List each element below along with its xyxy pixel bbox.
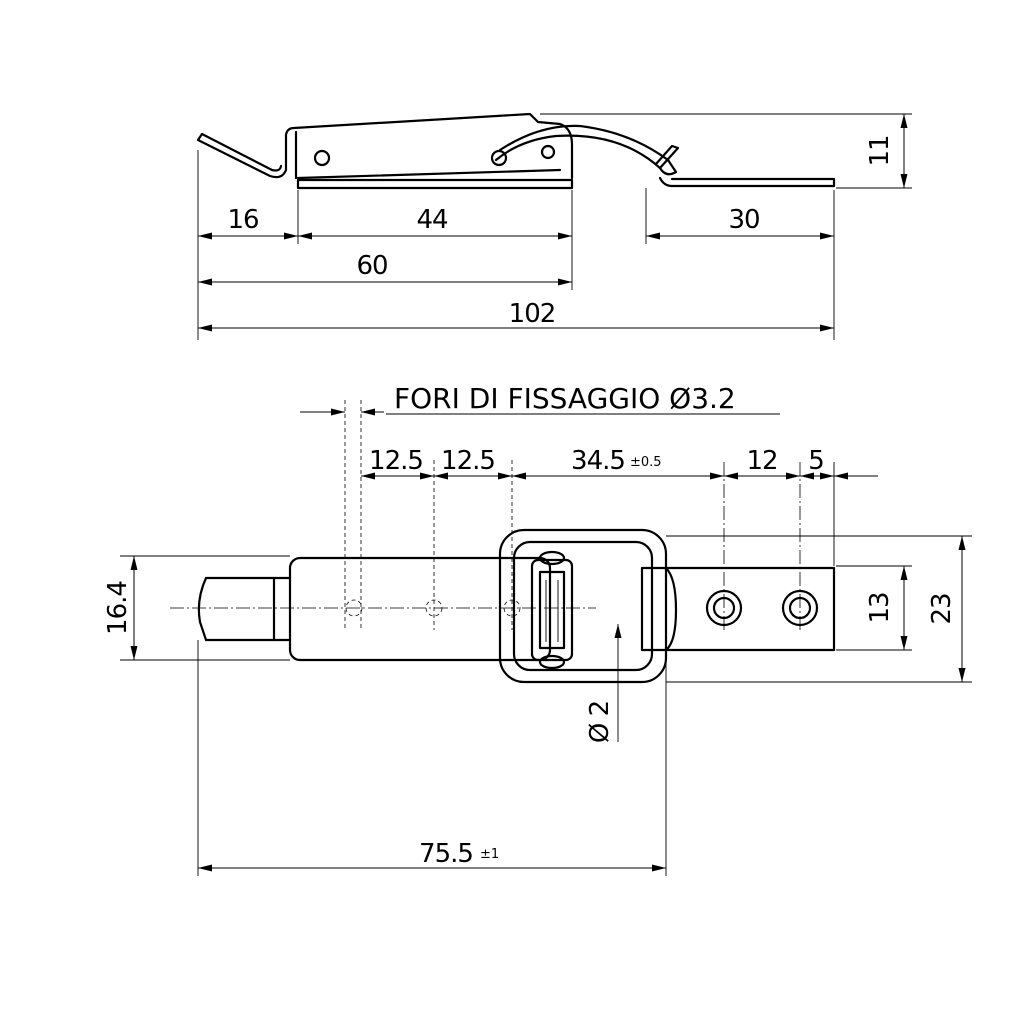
- dim-23: 23: [927, 536, 966, 682]
- dim-16: 16: [198, 205, 298, 240]
- top-view: 12.5 12.5 34.5 ±0.5 12 5 16.4 13 23: [103, 400, 972, 876]
- right-strike-plate: [664, 566, 836, 652]
- dim-11-label: 11: [865, 135, 895, 166]
- dim-60: 60: [198, 251, 572, 286]
- loop-frame-outer: [498, 528, 668, 684]
- dim-30-label: 30: [728, 205, 759, 235]
- dim-5-label: 5: [808, 446, 824, 476]
- dim-23-label: 23: [927, 593, 957, 624]
- dim-12-5-b-label: 12.5: [441, 446, 495, 476]
- dim-13: 13: [865, 566, 908, 650]
- strike-rod: [197, 576, 292, 642]
- dim-row-top: 12.5 12.5 34.5 ±0.5 12 5: [361, 446, 878, 480]
- dim-16-4: 16.4: [103, 556, 138, 660]
- dim-34-5-tolerance: ±0.5: [630, 455, 662, 470]
- dim-12-5-a-label: 12.5: [369, 446, 423, 476]
- dim-diameter-2: Ø 2: [585, 701, 615, 743]
- dim-34-5-label: 34.5: [571, 446, 625, 476]
- side-view: 16 44 30 60 102: [196, 112, 912, 340]
- dim-12-label: 12: [746, 446, 777, 476]
- dim-75-5-tolerance: ±1: [480, 847, 499, 862]
- base-plate-left: [296, 178, 574, 190]
- fixing-holes-title: FORI DI FISSAGGIO Ø3.2: [394, 382, 736, 415]
- lever-body: [284, 112, 574, 180]
- lever-body-inner: [294, 130, 562, 180]
- fixing-holes-note: FORI DI FISSAGGIO Ø3.2: [386, 382, 780, 415]
- pivot-hole-left: [313, 149, 331, 167]
- wire-loop-tip: [654, 144, 680, 170]
- pivot-hole-third: [540, 144, 556, 160]
- hinge-roller: [530, 550, 574, 670]
- dim-102: 102: [198, 299, 834, 332]
- dim-75-5-label: 75.5: [419, 839, 473, 869]
- dim-13-label: 13: [865, 592, 895, 623]
- dim-16-label: 16: [227, 205, 258, 235]
- pivot-hole-right: [490, 149, 508, 167]
- dim-44: 44: [298, 205, 572, 240]
- dim-hole-width: [300, 408, 384, 416]
- strike-plate: [658, 176, 836, 188]
- main-plate: [288, 556, 552, 662]
- dim-16-4-label: 16.4: [103, 581, 133, 635]
- dim-60-label: 60: [356, 251, 387, 281]
- dim-75-5: 75.5 ±1: [198, 839, 666, 872]
- dim-11: 11: [865, 114, 908, 188]
- wire-loop: [494, 124, 678, 176]
- catch-tab: [640, 566, 678, 652]
- dim-30: 30: [646, 205, 834, 240]
- lever-tail: [196, 132, 288, 179]
- dim-44-label: 44: [416, 205, 448, 235]
- dim-102-label: 102: [509, 299, 556, 329]
- dim-diameter-2-label: Ø 2: [585, 701, 615, 743]
